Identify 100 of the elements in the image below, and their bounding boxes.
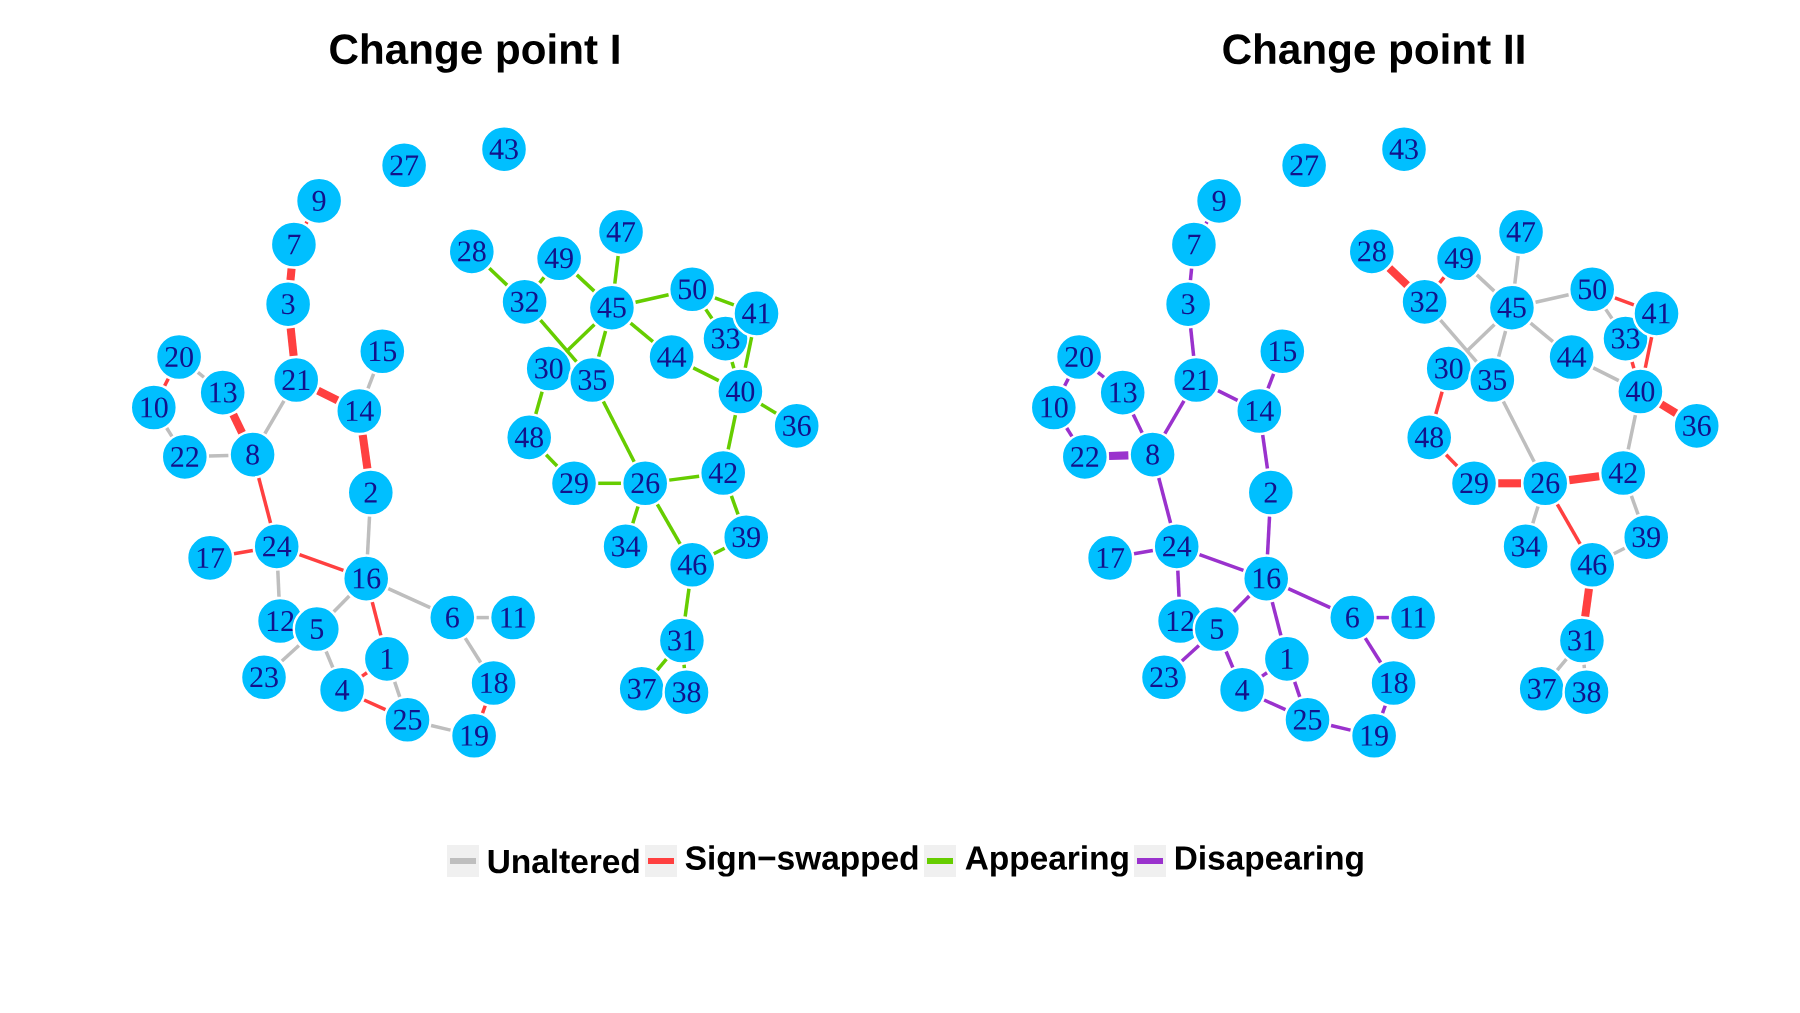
edge-line xyxy=(257,477,273,524)
panel-title: Change point II xyxy=(1223,33,1524,73)
edge-line xyxy=(1475,273,1496,293)
edge-line xyxy=(1131,413,1144,434)
edge-line xyxy=(430,723,451,732)
edge-line xyxy=(1287,587,1331,610)
edge-line xyxy=(575,273,596,293)
edge-line xyxy=(1513,255,1520,284)
edge-line xyxy=(1363,637,1383,664)
edge-line xyxy=(370,601,383,636)
edge-line xyxy=(1224,650,1235,669)
edge-line xyxy=(1188,268,1194,281)
edge-line xyxy=(1232,594,1251,613)
edge-line xyxy=(393,681,402,698)
edge-line xyxy=(1176,570,1181,597)
edge-line xyxy=(1266,373,1276,389)
edge-line xyxy=(1604,308,1614,320)
edge-line xyxy=(163,377,170,387)
edge-line xyxy=(1157,477,1173,524)
edge-line xyxy=(366,373,376,389)
edge-line xyxy=(1568,472,1600,485)
edge-line xyxy=(655,503,682,545)
edge-line xyxy=(682,664,687,669)
edge-line xyxy=(1133,548,1154,556)
edge-line xyxy=(304,221,309,225)
edge-line xyxy=(387,587,431,610)
edge-line xyxy=(1434,391,1444,415)
edge-line xyxy=(730,361,736,369)
edge-line xyxy=(1217,389,1239,402)
edge-line xyxy=(631,505,640,524)
edge-line xyxy=(564,323,596,353)
edge-line xyxy=(316,387,340,404)
edge-line xyxy=(704,308,714,320)
edge-line xyxy=(683,588,691,617)
edge-line xyxy=(692,366,720,383)
edge-line xyxy=(1096,370,1106,379)
edge-line xyxy=(669,474,700,482)
edge-line xyxy=(208,453,229,458)
edge-line xyxy=(1581,588,1593,618)
edge-line xyxy=(276,570,281,597)
edge-line xyxy=(1261,671,1268,678)
edge-line xyxy=(629,321,655,343)
edge-line xyxy=(1555,658,1568,672)
edge-line xyxy=(534,391,544,415)
edge-line xyxy=(1063,377,1070,387)
edge-line xyxy=(263,400,286,435)
edge-line xyxy=(743,336,754,369)
legend-label: Sign−swapped xyxy=(685,845,918,877)
edge-line xyxy=(286,327,298,357)
edge-line xyxy=(1498,479,1521,488)
edge-line xyxy=(1529,321,1555,343)
edge-line xyxy=(1065,427,1074,438)
edge-line xyxy=(1496,330,1508,358)
edge-line xyxy=(1108,451,1129,461)
edge-line xyxy=(1613,546,1626,556)
edge-line xyxy=(596,330,608,358)
edge-line xyxy=(1464,323,1496,353)
edge-line xyxy=(1180,644,1201,663)
edge-line xyxy=(713,546,726,556)
edge-line xyxy=(1582,664,1587,669)
panel-title: Change point I xyxy=(330,33,619,73)
edge-line xyxy=(1380,705,1387,714)
legend-label: Appearing xyxy=(965,845,1128,877)
edge-line xyxy=(1376,615,1389,620)
edge-line xyxy=(1260,434,1270,469)
edge-line xyxy=(635,293,669,304)
edge-line xyxy=(1444,453,1459,468)
edge-line xyxy=(1386,265,1410,289)
edge-line xyxy=(1630,361,1636,369)
edge-line xyxy=(298,552,344,573)
edge-line xyxy=(1555,503,1582,545)
edge-line xyxy=(729,495,740,515)
edge-line xyxy=(539,319,578,363)
edge-line xyxy=(1438,276,1446,284)
edge-line xyxy=(760,402,777,415)
edge-line xyxy=(1501,400,1536,463)
edge-line xyxy=(196,370,206,379)
edge-line xyxy=(324,650,335,669)
edge-line xyxy=(358,434,372,470)
edge-line xyxy=(1614,296,1635,307)
edge-line xyxy=(1270,601,1283,636)
edge-line xyxy=(1293,681,1302,698)
legend-label: Disapearing xyxy=(1176,845,1363,877)
edge-line xyxy=(286,268,296,281)
edge-line xyxy=(601,400,636,463)
edge-line xyxy=(1439,319,1478,363)
edge-line xyxy=(280,644,301,663)
edge-line xyxy=(714,296,735,307)
edge-line xyxy=(1188,328,1196,357)
edge-line xyxy=(233,548,254,556)
edge-line xyxy=(613,255,620,284)
edge-line xyxy=(1643,336,1654,369)
edge-line xyxy=(480,705,487,714)
edge-line xyxy=(1659,400,1679,417)
edge-line xyxy=(1263,698,1287,712)
legend-label: Unaltered xyxy=(488,848,639,874)
edge-line xyxy=(165,427,174,438)
edge-line xyxy=(365,516,372,555)
edge-line xyxy=(726,414,738,450)
edge-line xyxy=(538,276,546,284)
